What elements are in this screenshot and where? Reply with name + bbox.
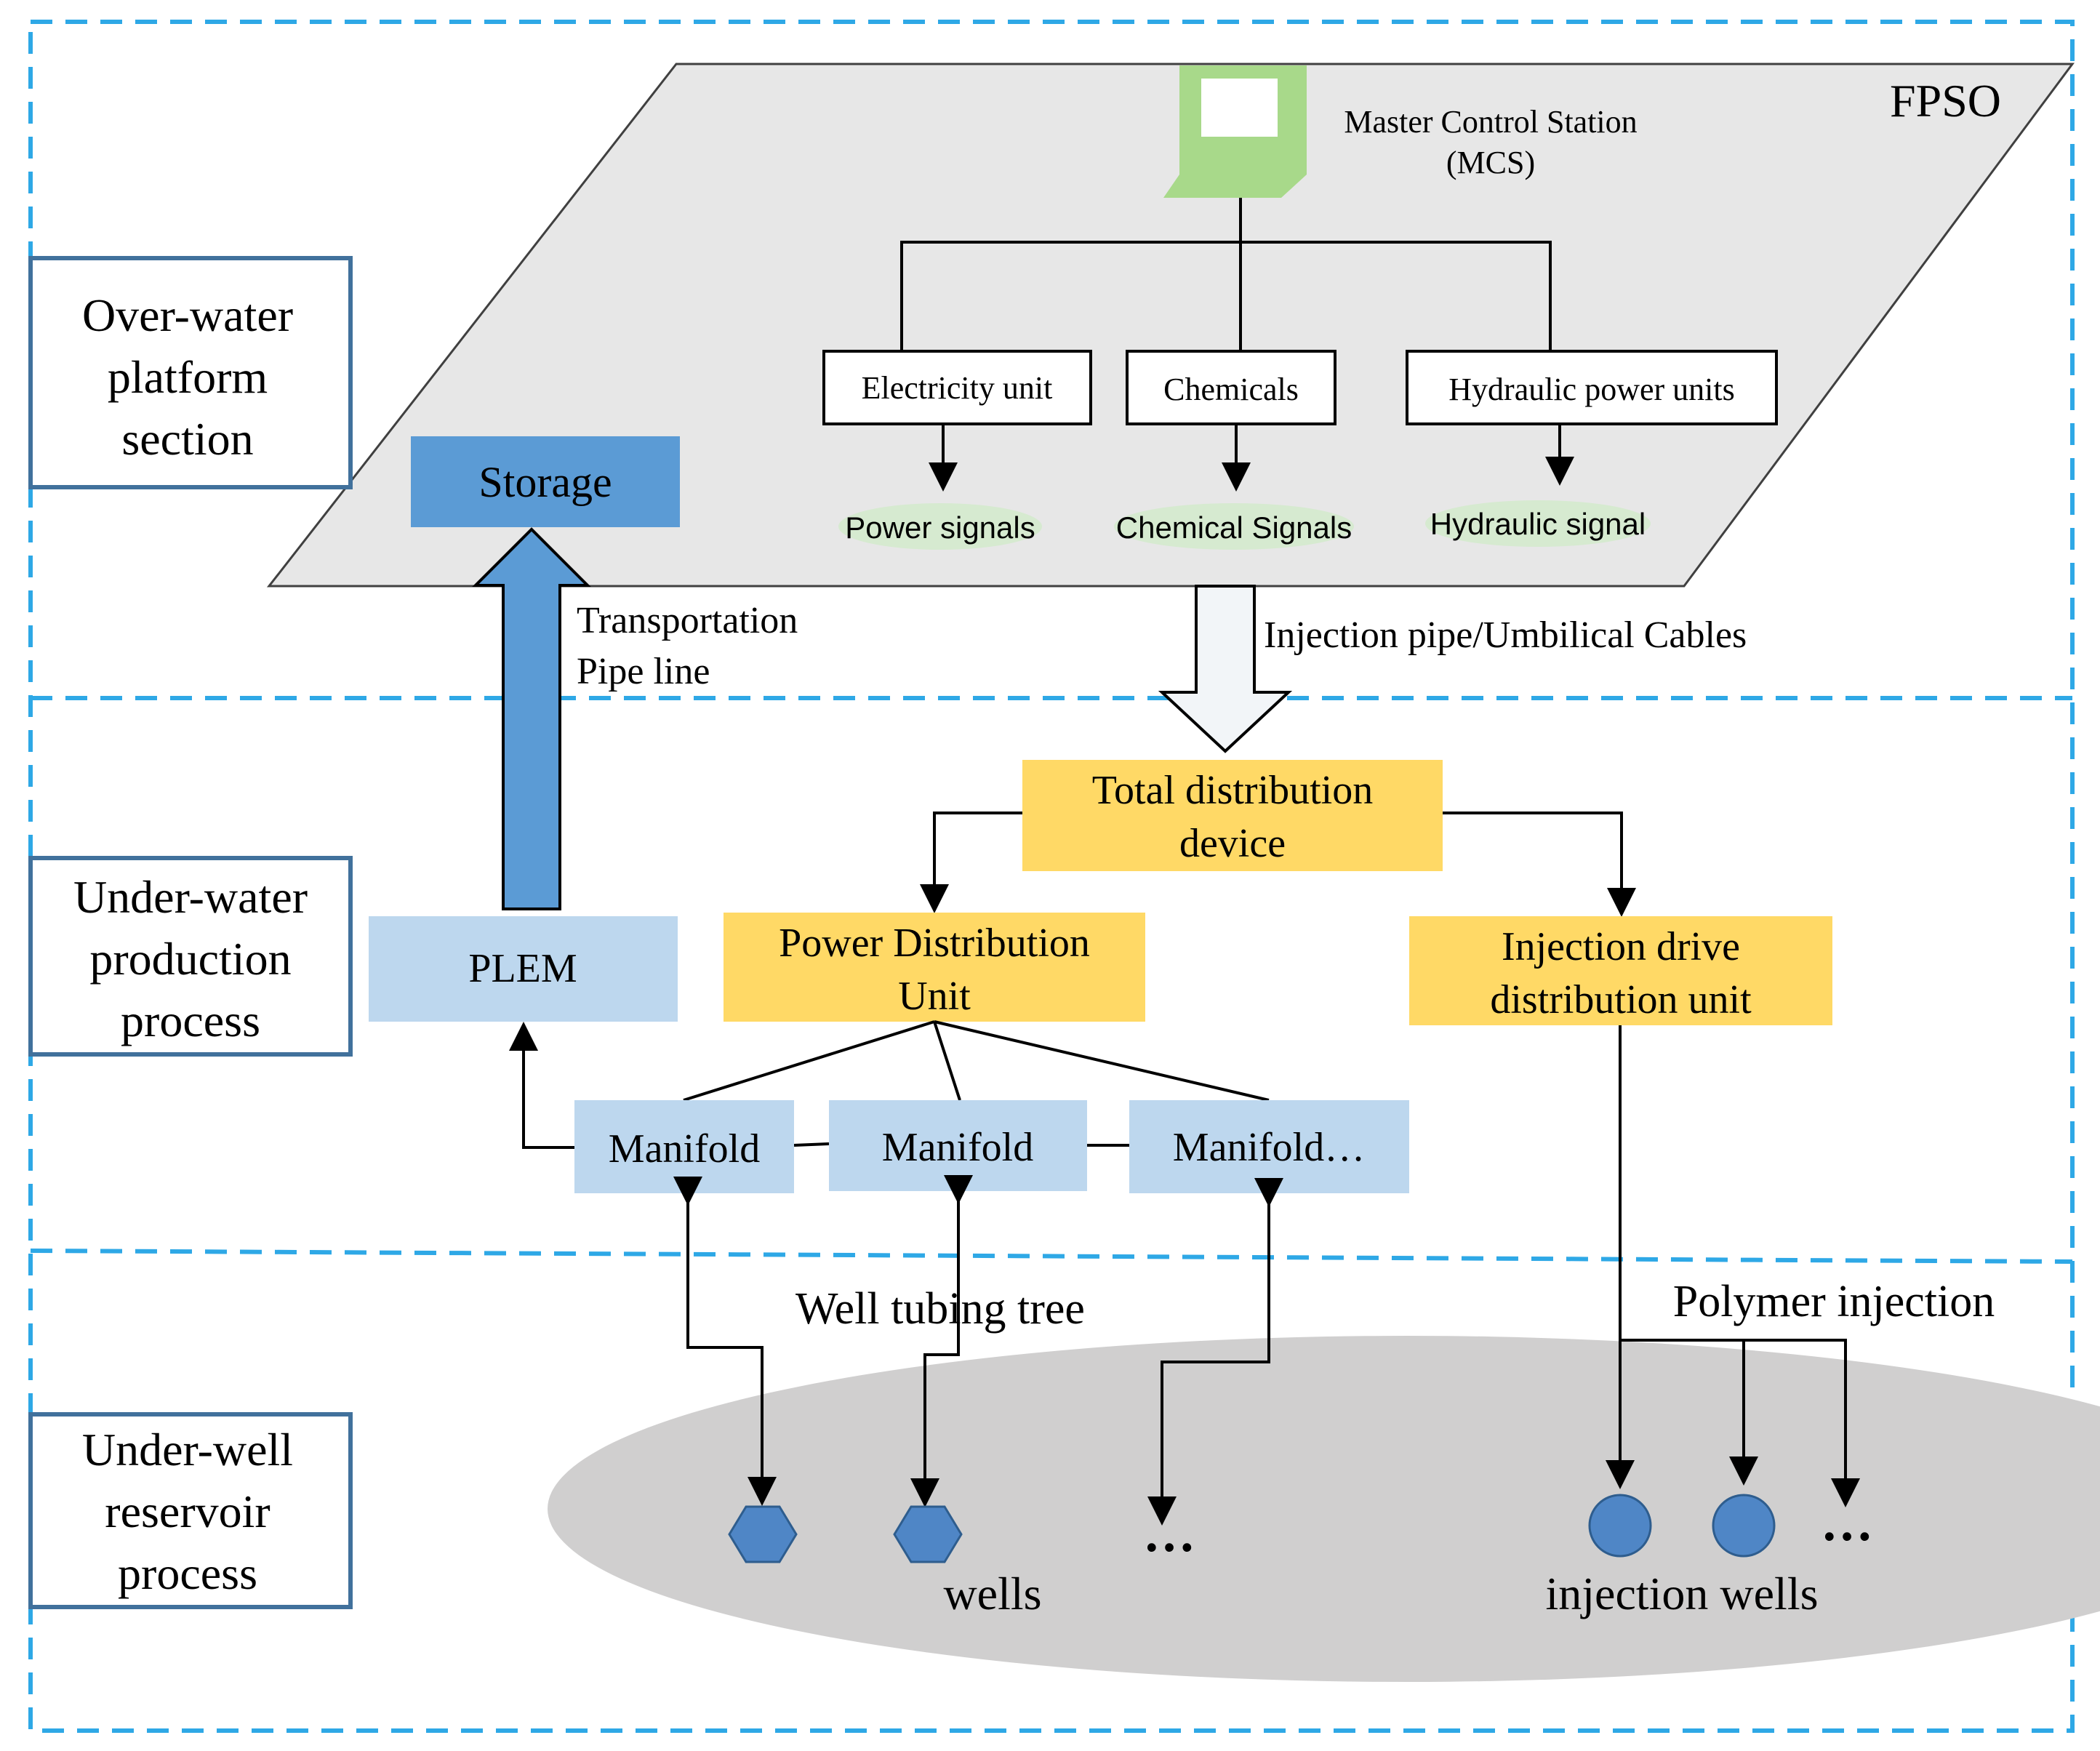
transport-pipe-arrow bbox=[472, 527, 591, 910]
chemicals-unit-box bbox=[1126, 350, 1336, 425]
chemical-signal-ellipse bbox=[1114, 503, 1354, 550]
electricity-unit: Electricity unit bbox=[822, 350, 1092, 425]
chemicals-unit: Chemicals bbox=[1126, 350, 1336, 425]
injection-distribution-box bbox=[1409, 916, 1832, 1025]
manifold-connectors bbox=[509, 1020, 1270, 1149]
hydraulic-signal-ellipse bbox=[1425, 500, 1651, 547]
section-over-water-line2: platform bbox=[108, 351, 268, 403]
section-under-well-line3: process bbox=[118, 1547, 257, 1599]
mcs-label-line2: (MCS) bbox=[1446, 145, 1535, 180]
wells-ellipsis: … bbox=[1143, 1504, 1195, 1563]
manifold-label-1: Manifold bbox=[609, 1126, 760, 1171]
section-under-water: Under-water production process bbox=[28, 856, 353, 1057]
manifold-box-3 bbox=[1129, 1100, 1409, 1193]
hydraulic-unit-label: Hydraulic power units bbox=[1448, 372, 1734, 407]
injection-well-2 bbox=[1712, 1494, 1776, 1558]
injection-connectors bbox=[1606, 1025, 1860, 1507]
hydraulic-unit: Hydraulic power units bbox=[1406, 350, 1778, 425]
injection-pipe-arrow bbox=[1158, 585, 1293, 753]
electricity-unit-box bbox=[822, 350, 1092, 425]
section-under-water-line2: production bbox=[89, 933, 291, 985]
section-under-well-line2: reservoir bbox=[105, 1486, 270, 1537]
section-over-water-line3: section bbox=[121, 413, 253, 465]
injection-pipe-label: Injection pipe/Umbilical Cables bbox=[1264, 614, 1747, 656]
power-distribution-line1: Power Distribution bbox=[779, 921, 1090, 966]
divider-bottom bbox=[30, 1249, 2073, 1264]
well-tubing-tree-label: Well tubing tree bbox=[795, 1284, 1085, 1334]
plem-label: PLEM bbox=[468, 946, 577, 991]
wells-label: wells bbox=[943, 1568, 1041, 1619]
transport-label-line2: Pipe line bbox=[577, 651, 710, 692]
injection-well-1 bbox=[1588, 1494, 1652, 1558]
total-distribution-line1: Total distribution bbox=[1092, 768, 1374, 813]
production-well-2 bbox=[893, 1505, 963, 1563]
total-distribution-box bbox=[1022, 760, 1443, 871]
section-under-well: Under-well reservoir process bbox=[28, 1412, 353, 1609]
storage-label: Storage bbox=[478, 458, 612, 506]
power-signal-label: Power signals bbox=[845, 510, 1035, 545]
hydraulic-signal-label: Hydraulic signal bbox=[1430, 507, 1646, 541]
computer-screen-icon bbox=[1201, 79, 1278, 137]
power-distribution-line2: Unit bbox=[898, 974, 971, 1019]
chemicals-unit-label: Chemicals bbox=[1163, 372, 1299, 407]
injection-distribution-line2: distribution unit bbox=[1490, 977, 1752, 1022]
mcs-connectors bbox=[900, 198, 1552, 351]
section-under-water-line3: process bbox=[121, 995, 260, 1046]
plem-box bbox=[369, 916, 678, 1022]
fpso-label: FPSO bbox=[1890, 75, 2001, 127]
transport-label-line1: Transportation bbox=[577, 600, 798, 641]
well-connectors bbox=[673, 1175, 1283, 1526]
section-under-well-line1: Under-well bbox=[82, 1424, 293, 1475]
section-over-water: Over-water platform section bbox=[28, 256, 353, 489]
manifold-label-3: Manifold… bbox=[1173, 1125, 1365, 1170]
signal-arrows bbox=[929, 424, 1574, 492]
hydraulic-unit-box bbox=[1406, 350, 1778, 425]
total-distribution-line2: device bbox=[1179, 821, 1286, 866]
section-over-water-box bbox=[28, 256, 353, 489]
injection-distribution-line1: Injection drive bbox=[1502, 924, 1740, 969]
manifold-label-2: Manifold bbox=[882, 1125, 1033, 1170]
computer-icon bbox=[1163, 65, 1307, 198]
injection-wells-label: injection wells bbox=[1545, 1568, 1818, 1619]
production-well-1 bbox=[728, 1505, 798, 1563]
section-over-water-line1: Over-water bbox=[82, 289, 293, 341]
mcs-label-line1: Master Control Station bbox=[1344, 104, 1637, 140]
injection-ellipsis: … bbox=[1821, 1494, 1873, 1552]
storage-box bbox=[411, 436, 680, 527]
power-signal-ellipse bbox=[838, 503, 1042, 550]
power-distribution-box bbox=[724, 913, 1145, 1022]
computer-keyboard-icon bbox=[1163, 175, 1307, 198]
section-under-water-box bbox=[28, 856, 353, 1057]
section-under-well-box bbox=[28, 1412, 353, 1609]
chemical-signal-label: Chemical Signals bbox=[1116, 510, 1352, 545]
section-under-water-line1: Under-water bbox=[73, 871, 308, 923]
fpso-platform bbox=[266, 63, 2075, 588]
polymer-injection-label: Polymer injection bbox=[1673, 1277, 1995, 1326]
electricity-unit-label: Electricity unit bbox=[862, 370, 1053, 406]
distribution-connectors bbox=[920, 812, 1636, 917]
